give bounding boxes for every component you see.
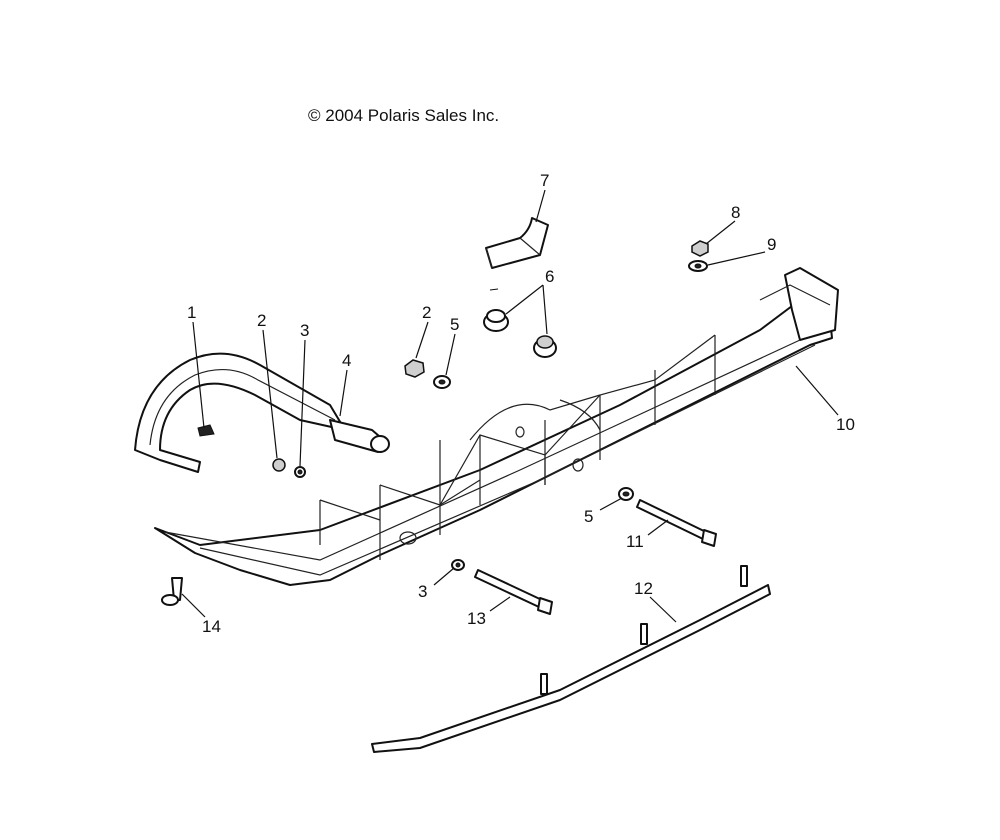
bolts: [474, 499, 717, 615]
handle-insert: [329, 419, 390, 453]
callout-5b: 5: [584, 507, 593, 526]
callout-2b: 2: [422, 303, 431, 322]
wear-bar: [371, 565, 771, 753]
callout-3b: 3: [418, 582, 427, 601]
plug-pin: [161, 577, 183, 606]
leader-lines: [181, 189, 839, 623]
callout-13: 13: [467, 609, 486, 628]
callout-7: 7: [540, 171, 549, 190]
callout-11: 11: [626, 532, 644, 551]
callout-14: 14: [202, 617, 221, 636]
hardware: [272, 240, 709, 571]
callout-9: 9: [767, 235, 776, 254]
callout-10: 10: [836, 415, 855, 434]
ski-body: [154, 267, 839, 586]
callout-labels: 1 2 3 4 2 5 6 7 8 9 10 5 11 3 13 12 14: [187, 171, 855, 636]
callout-3: 3: [300, 321, 309, 340]
callout-2: 2: [257, 311, 266, 330]
callout-5: 5: [450, 315, 459, 334]
ski-handle: [134, 352, 346, 473]
callout-12: 12: [634, 579, 653, 598]
wear-block: [485, 217, 549, 269]
callout-8: 8: [731, 203, 740, 222]
callout-6: 6: [545, 267, 554, 286]
copyright-text: © 2004 Polaris Sales Inc.: [308, 106, 500, 125]
callout-4: 4: [342, 351, 351, 370]
callout-1: 1: [187, 303, 196, 322]
